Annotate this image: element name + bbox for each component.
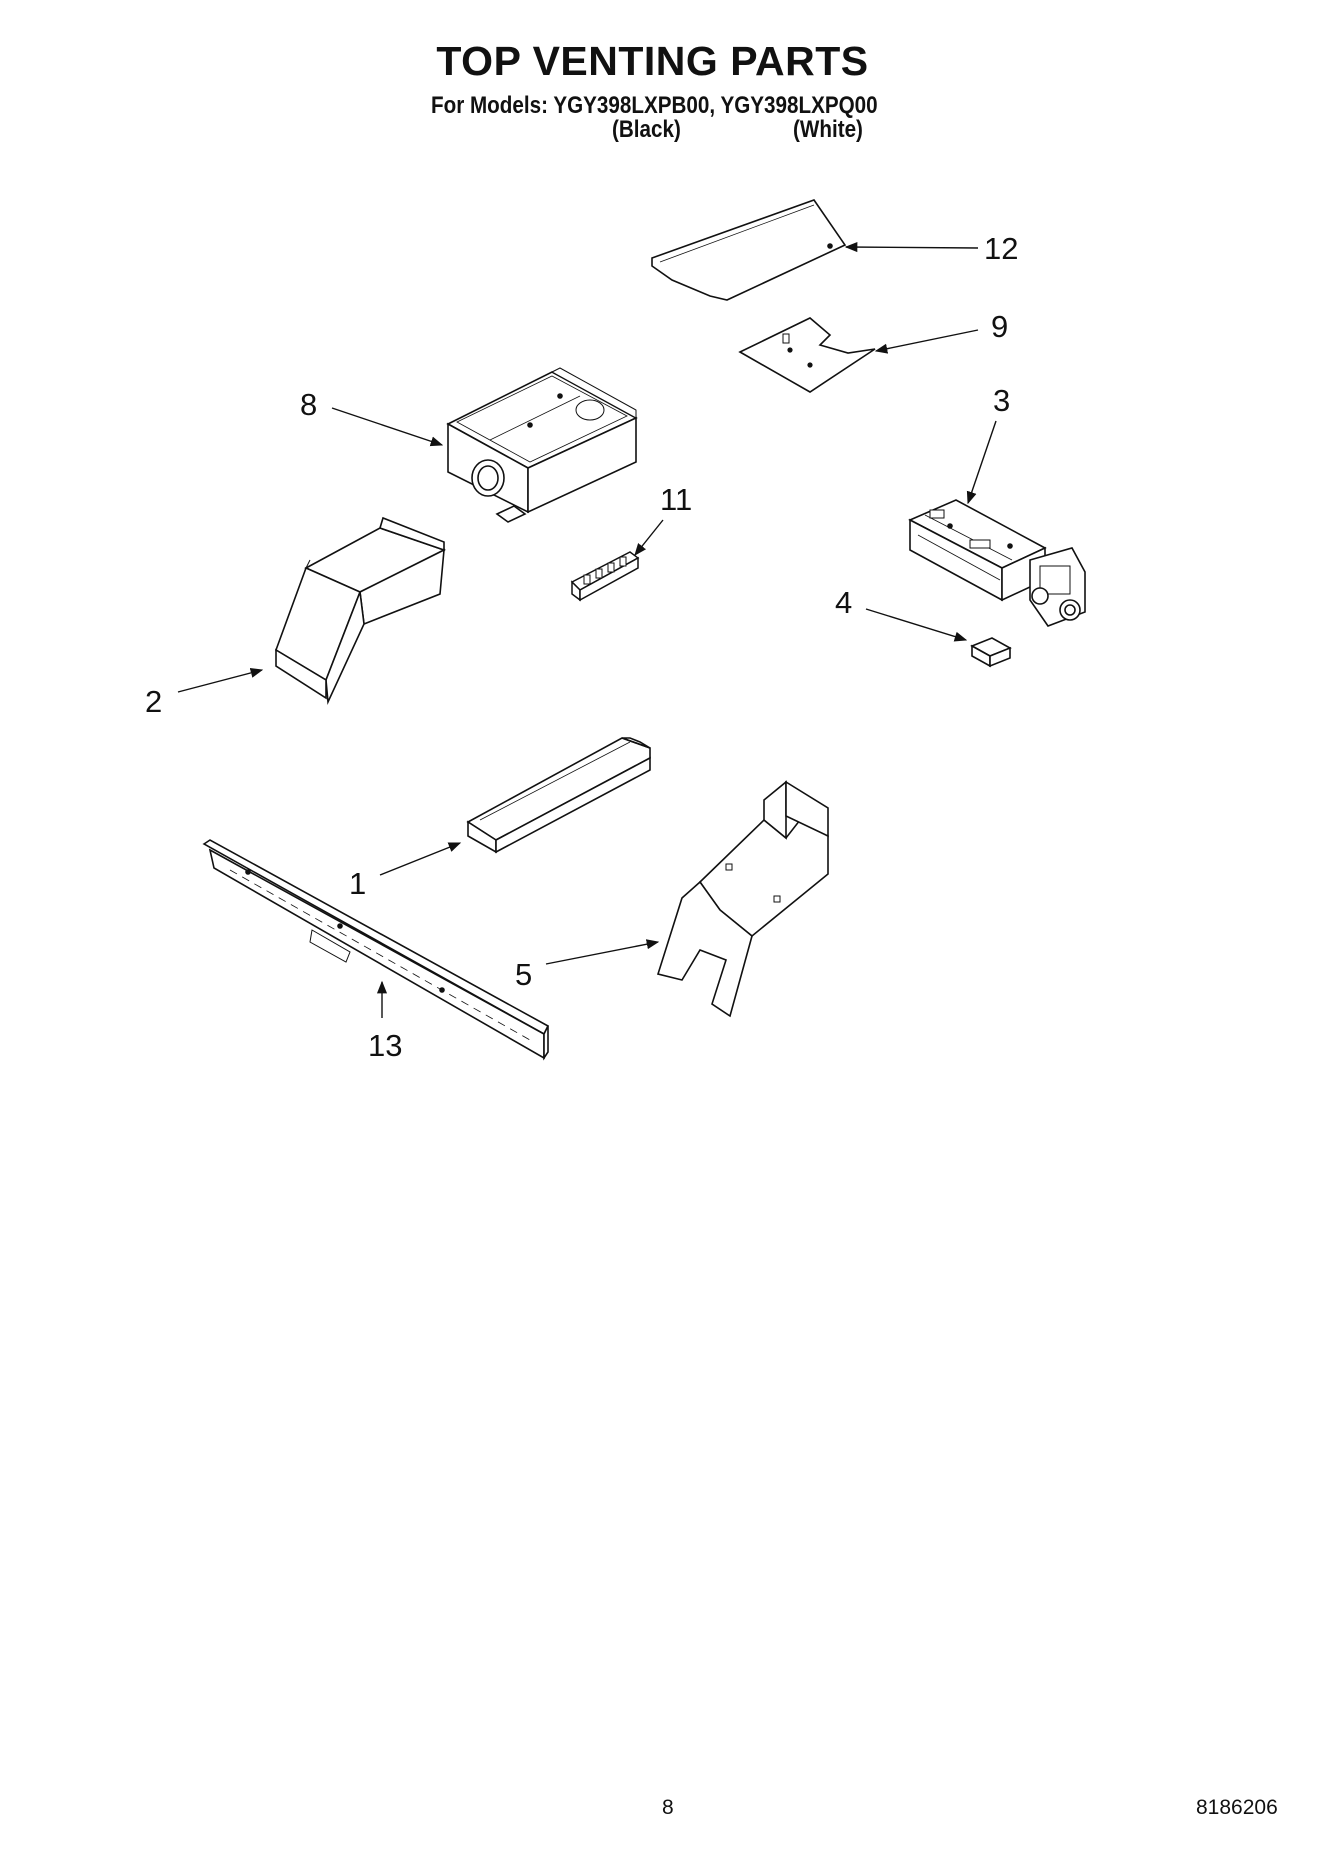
callout-13: 13 [368, 1028, 403, 1063]
part-3-valve-assembly [910, 500, 1085, 626]
callout-11: 11 [660, 482, 693, 517]
part-8-vent-box [448, 368, 636, 522]
page-number: 8 [662, 1796, 674, 1819]
leader-12 [844, 242, 979, 253]
page-title: TOP VENTING PARTS [436, 38, 869, 84]
callout-8: 8 [300, 387, 318, 422]
variant-black: (Black) [612, 116, 681, 143]
part-11-terminal-block [572, 552, 638, 600]
callout-12: 12 [984, 231, 1019, 266]
leader-11 [634, 519, 664, 556]
part-4-small-block [972, 638, 1010, 666]
leader-lines [177, 242, 997, 1018]
leader-2 [177, 667, 264, 693]
callout-5: 5 [515, 957, 533, 992]
part-1-channel [468, 738, 650, 852]
leader-4 [865, 608, 968, 642]
document-number: 8186206 [1196, 1796, 1278, 1819]
leader-9 [874, 329, 979, 354]
models-line: For Models: YGY398LXPB00, YGY398LXPQ00 [431, 92, 878, 119]
callout-2: 2 [145, 684, 163, 719]
part-9-plate [740, 318, 875, 392]
leader-1 [379, 842, 462, 876]
part-2-duct [276, 518, 444, 702]
leader-3 [966, 420, 997, 505]
leader-5 [545, 939, 660, 965]
variant-white: (White) [793, 116, 863, 143]
part-5-deflector [658, 782, 828, 1016]
part-13-rail [204, 840, 548, 1058]
leader-8 [331, 407, 444, 447]
callout-4: 4 [835, 585, 853, 620]
callout-9: 9 [991, 309, 1009, 344]
part-12-plate [652, 200, 845, 300]
callout-3: 3 [993, 383, 1011, 418]
callout-1: 1 [349, 866, 367, 901]
